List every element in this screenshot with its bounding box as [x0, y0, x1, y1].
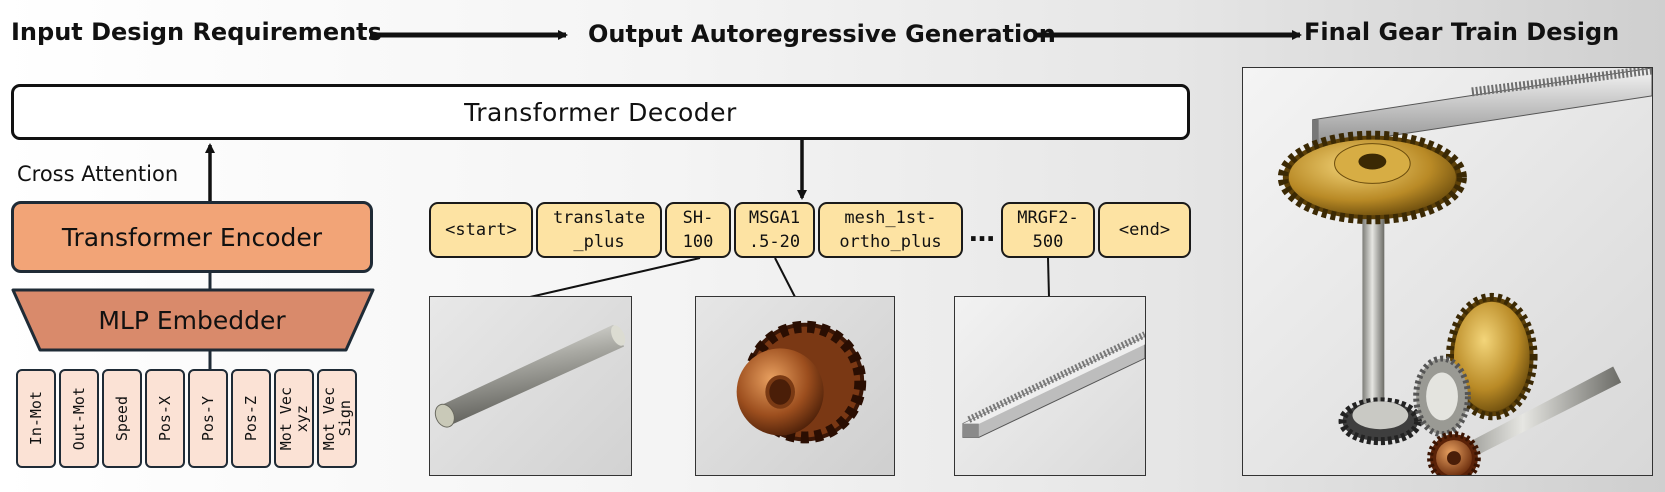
transformer-decoder: Transformer Decoder: [11, 84, 1190, 140]
final-title: Final Gear Train Design: [1304, 18, 1620, 46]
transformer-encoder-label: Transformer Encoder: [61, 222, 323, 252]
input-pos-z: Pos-Z: [231, 369, 271, 468]
output-title: Output Autoregressive Generation: [588, 20, 1056, 48]
input-pos-y: Pos-Y: [188, 369, 228, 468]
spur-gear-icon: [736, 320, 867, 444]
token-mrgf2-500: MRGF2- 500: [1001, 202, 1095, 258]
input-speed: Speed: [102, 369, 142, 468]
spur-gear-render: [695, 296, 895, 476]
token-translate-plus: translate _plus: [536, 202, 662, 258]
shaft-leader: [529, 257, 701, 298]
rack-icon: [962, 331, 1145, 438]
shaft-icon: [434, 324, 626, 428]
input-mot-vec-xyz: Mot Vec xyz: [274, 369, 314, 468]
gear-train-render: [1242, 67, 1653, 476]
token-start: <start>: [429, 202, 533, 258]
cross-attention-label: Cross Attention: [17, 162, 179, 186]
transformer-encoder: Transformer Encoder: [11, 201, 373, 273]
token-mesh-ortho-plus: mesh_1st- ortho_plus: [818, 202, 963, 258]
input-mot-vec-sign: Mot Vec Sign: [317, 369, 357, 468]
input-in-mot: In-Mot: [16, 369, 56, 468]
input-out-mot: Out-Mot: [59, 369, 99, 468]
input-pos-x: Pos-X: [145, 369, 185, 468]
mlp-embedder-label: MLP Embedder: [98, 305, 286, 335]
input-title: Input Design Requirements: [11, 18, 382, 46]
shaft-render: [429, 296, 632, 476]
mlp-embedder-shape: [11, 288, 375, 352]
token-ellipsis: …: [969, 218, 996, 248]
transformer-decoder-label: Transformer Decoder: [464, 97, 737, 127]
gear-train-icon: [1277, 68, 1652, 475]
rack-leader: [1047, 257, 1050, 298]
rack-render: [954, 296, 1146, 476]
token-msga1: MSGA1 .5-20: [734, 202, 815, 258]
token-sh-100: SH- 100: [665, 202, 731, 258]
token-end: <end>: [1098, 202, 1191, 258]
gear-leader: [774, 257, 796, 298]
